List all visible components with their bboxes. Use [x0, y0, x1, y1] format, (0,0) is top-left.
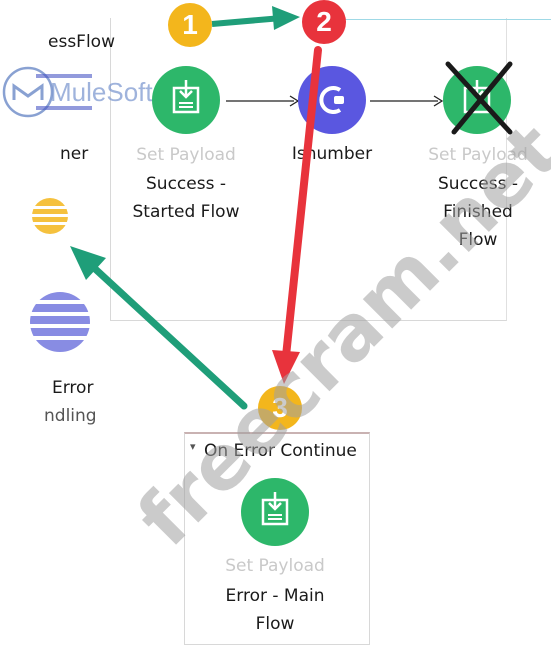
- set-payload-icon: [172, 80, 200, 114]
- error-set-payload-name-2: Flow: [255, 614, 295, 634]
- left-partial-label: ner: [60, 144, 89, 164]
- error-handling-icon: [28, 290, 90, 354]
- set-payload-icon: [261, 492, 289, 526]
- validation-c-icon: [319, 86, 344, 114]
- mulesoft-logo: MuleSoft: [2, 66, 153, 118]
- flow-title: essFlow: [48, 32, 115, 52]
- error-handling-label-2: ndling: [44, 406, 97, 426]
- on-error-continue-title: On Error Continue: [204, 441, 357, 461]
- connector-arrow-2: [370, 95, 444, 107]
- set-payload-start-node[interactable]: [152, 66, 220, 134]
- isnumber-label: Isnumber: [291, 144, 373, 164]
- error-handling-label-1: Error: [52, 378, 94, 398]
- red-arrow: [282, 46, 322, 360]
- set-payload-start-name-2: Started Flow: [132, 202, 240, 222]
- set-payload-finish-name-3: Flow: [458, 230, 498, 250]
- step-badge-2: 2: [302, 0, 346, 44]
- set-payload-start-type: Set Payload: [136, 145, 236, 165]
- error-set-payload-type: Set Payload: [225, 556, 325, 576]
- flow-top-divider: [330, 19, 551, 20]
- on-error-continue-scope[interactable]: [184, 432, 370, 645]
- error-handler-yellow-icon: [30, 196, 70, 236]
- collapse-toggle-icon[interactable]: ▾: [190, 440, 196, 453]
- green-arrow-top: [211, 15, 283, 27]
- cross-out-icon: [445, 61, 513, 135]
- set-payload-finish-name-1: Success -: [438, 174, 518, 194]
- svg-text:MuleSoft: MuleSoft: [50, 77, 153, 107]
- error-set-payload-node[interactable]: [241, 478, 309, 546]
- error-set-payload-name-1: Error - Main: [225, 586, 325, 606]
- main-flow-frame: [110, 18, 507, 321]
- green-arrow-bottom: [88, 262, 248, 410]
- set-payload-finish-name-2: Finished: [443, 202, 513, 222]
- set-payload-start-name-1: Success -: [146, 174, 226, 194]
- step-badge-1: 1: [168, 3, 212, 47]
- set-payload-finish-type: Set Payload: [428, 145, 528, 165]
- step-badge-3: 3: [258, 386, 302, 430]
